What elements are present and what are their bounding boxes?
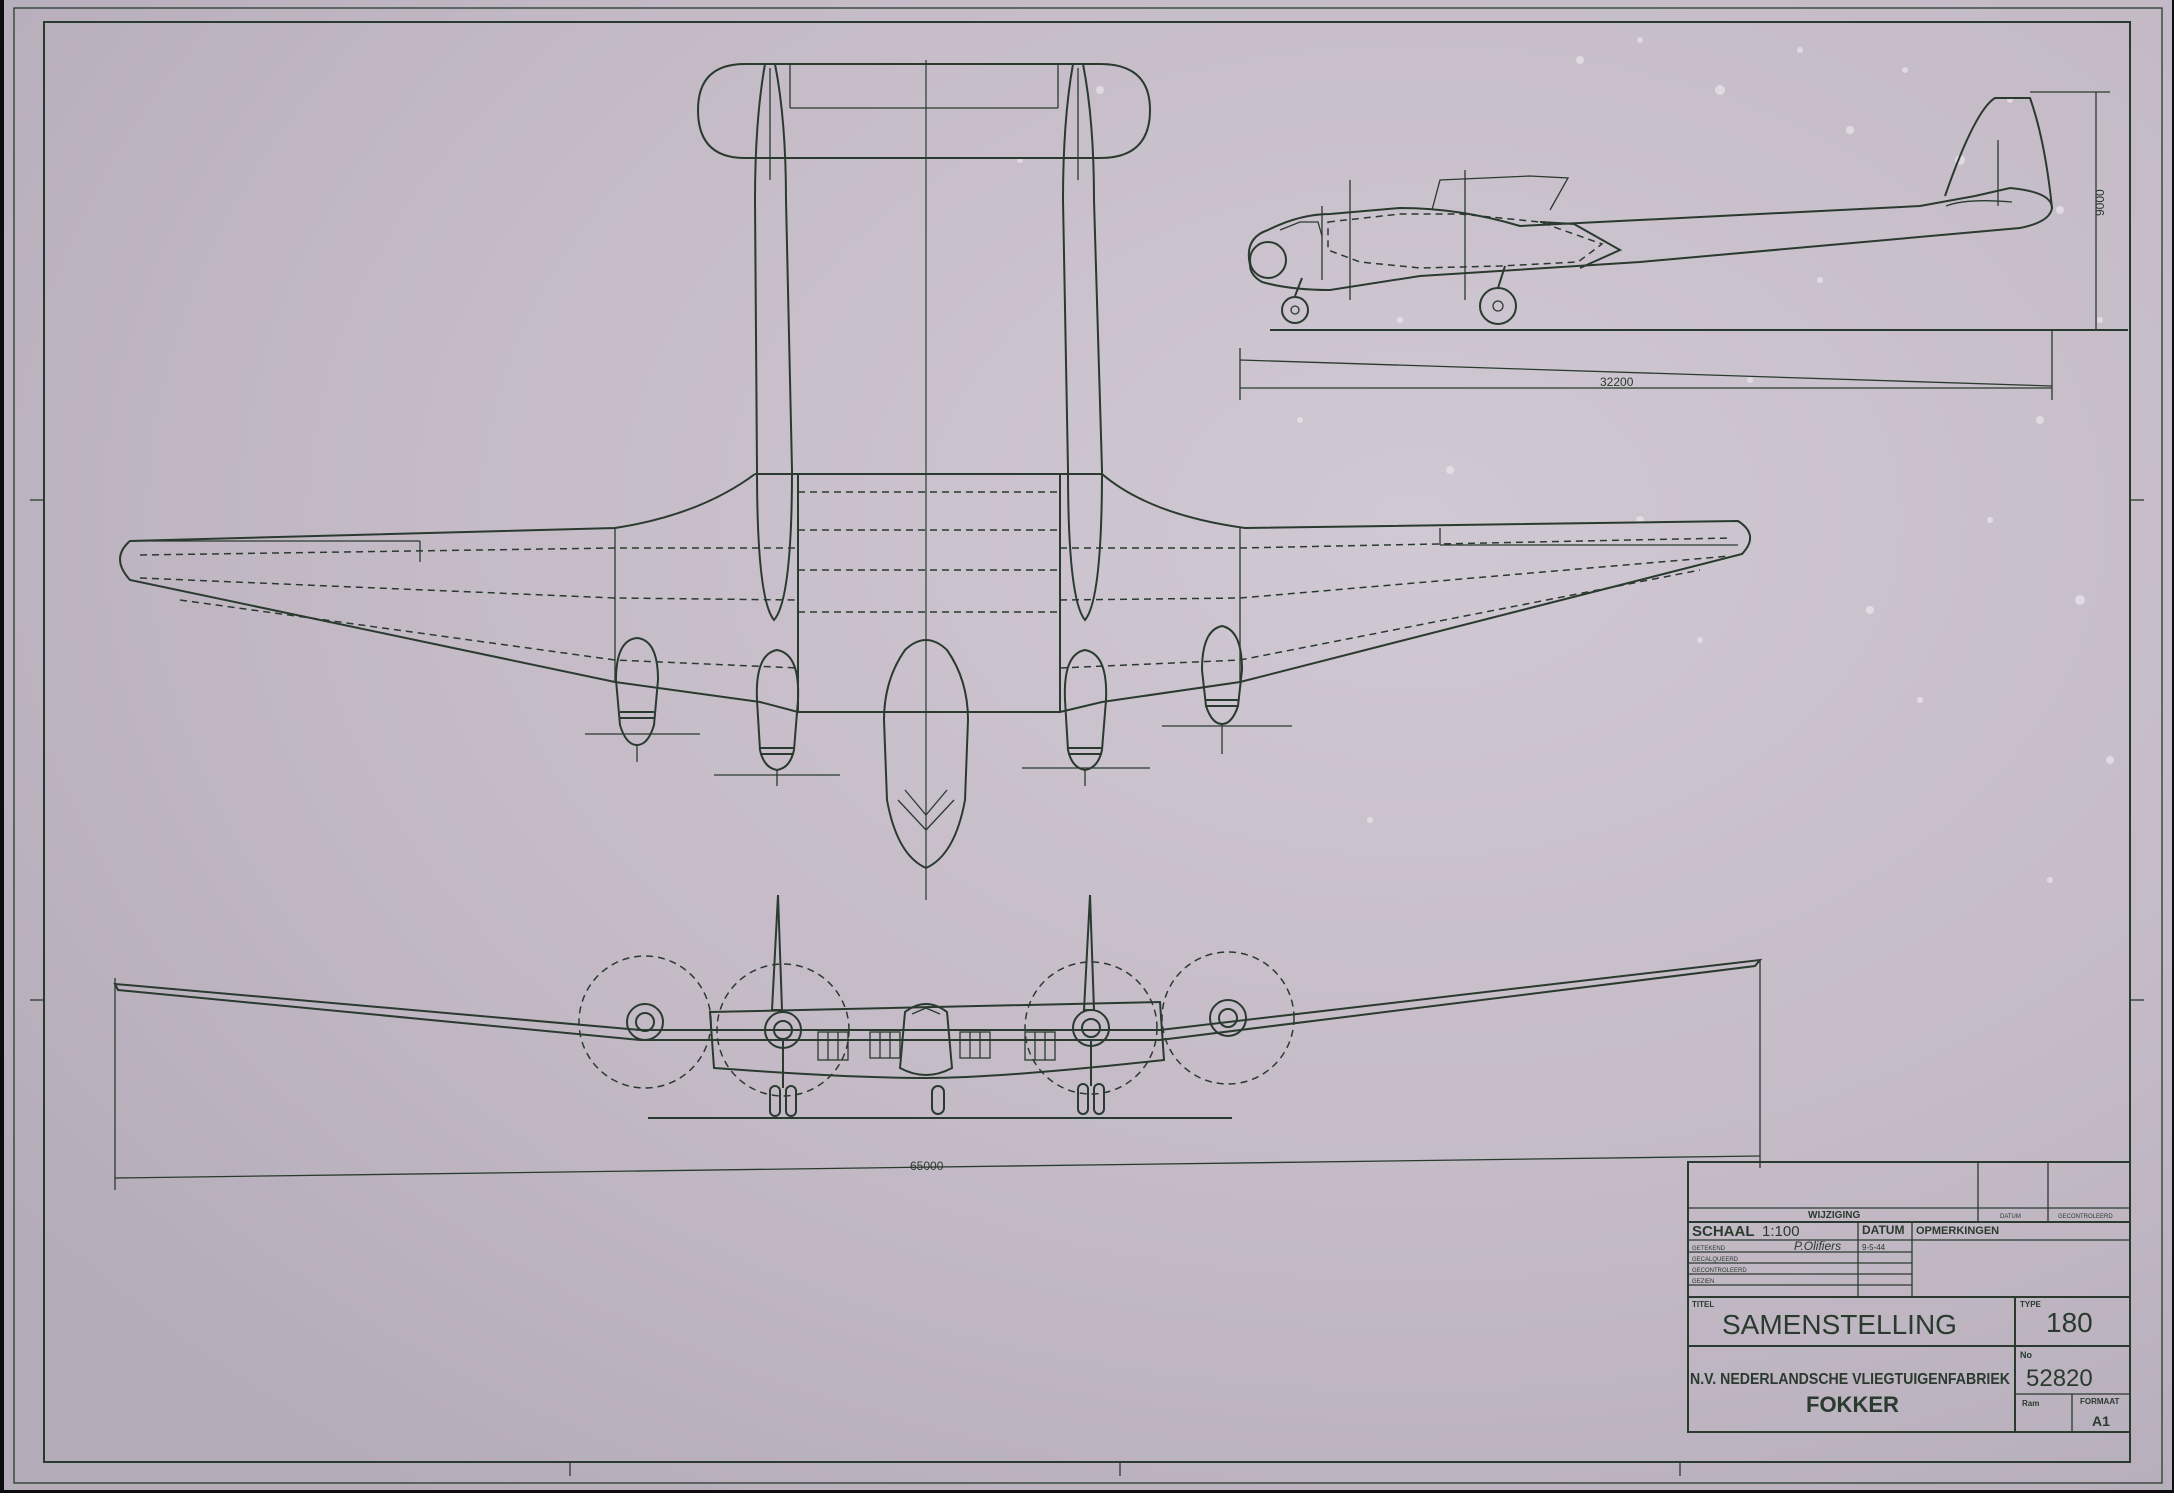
engine-nacelles-plan: [585, 624, 1292, 786]
tail-boom-right: [1061, 63, 1104, 622]
formaat-value: A1: [2092, 1413, 2110, 1429]
gecontroleerd-col-label: GECONTROLEERD: [2058, 1214, 2113, 1220]
company-fokker: FOKKER: [1806, 1392, 1899, 1417]
title-block: WIJZIGING DATUM GECONTROLEERD SCHAAL 1:1…: [1687, 1161, 2131, 1433]
inner-border: [43, 21, 2131, 1463]
border-ticks: [30, 499, 2144, 1476]
row-gecalqueerd-label: GECALQUEERD: [1692, 1257, 1739, 1263]
row-getekend-label: GETEKEND: [1692, 1246, 1726, 1252]
front-view: 65000: [113, 894, 1763, 1190]
opmerkingen-label: OPMERKINGEN: [1916, 1225, 1999, 1237]
no-label: No: [2020, 1350, 2032, 1360]
outer-border: [13, 7, 2163, 1484]
side-fin: [1944, 97, 2053, 209]
company-name: N.V. NEDERLANDSCHE VLIEGTUIGENFABRIEK: [1690, 1371, 2010, 1388]
fuselage-pod: [882, 639, 970, 870]
dim-height-label: 9000: [2093, 189, 2107, 216]
titel-value: SAMENSTELLING: [1722, 1309, 1957, 1340]
datum-label: DATUM: [1862, 1223, 1904, 1237]
dim-span-label: 65000: [910, 1159, 944, 1173]
side-view: 32200 9000: [1239, 91, 2128, 400]
row-getekend-value: P.Olifiers: [1794, 1239, 1841, 1253]
side-fuselage: [1247, 186, 2054, 292]
ram-label: Ram: [2022, 1399, 2039, 1408]
plan-view: [119, 60, 1751, 900]
row-gecontroleerd-label: GECONTROLEERD: [1692, 1268, 1747, 1274]
dim-length-label: 32200: [1600, 375, 1634, 389]
type-label: TYPE: [2020, 1300, 2042, 1309]
front-nose: [898, 1003, 954, 1076]
drawing-number: 52820: [2026, 1365, 2093, 1392]
paper: [4, 0, 2172, 1490]
schaal-value: 1:100: [1762, 1223, 1800, 1240]
propellers-front: [578, 951, 1295, 1097]
wijziging-label: WIJZIGING: [1808, 1210, 1860, 1221]
front-wing: [113, 958, 1763, 1041]
tailplane: [696, 63, 1152, 159]
tail-boom-left: [753, 63, 794, 622]
paper-wear-speckles: [1017, 37, 2114, 883]
type-value: 180: [2046, 1307, 2093, 1338]
row-getekend-date: 9-5-44: [1862, 1243, 1886, 1252]
row-gezien-label: GEZIEN: [1692, 1279, 1714, 1285]
datum-col-label: DATUM: [2000, 1214, 2021, 1220]
wing-outline: [119, 473, 1751, 713]
formaat-label: FORMAAT: [2080, 1397, 2120, 1406]
titel-label: TITEL: [1692, 1300, 1714, 1309]
schaal-label: SCHAAL: [1692, 1223, 1755, 1240]
